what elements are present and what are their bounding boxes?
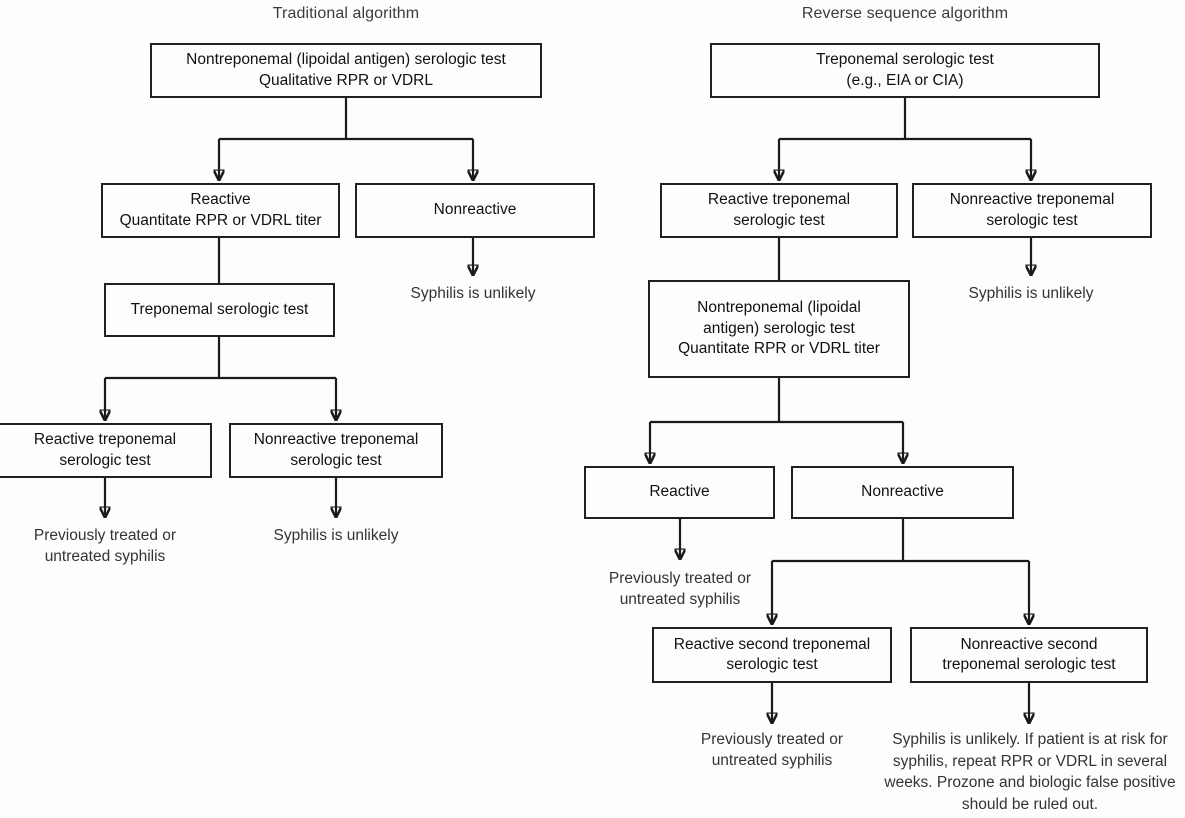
reverse-reactive-outcome-line1: Previously treated (608, 570, 733, 587)
reverse-nontreponemal-node: Nontreponemal (lipoidal antigen) serolog… (648, 280, 910, 378)
reverse-nonreactive-second-outcome-line3: several weeks. Prozone and biologic (884, 752, 1168, 792)
reverse-nonreactive-treponemal-line1: Nonreactive treponemal (949, 191, 1115, 209)
traditional-reactive-line2: Quantitate RPR or VDRL titer (119, 211, 322, 229)
reverse-nonreactive-treponemal-line2: serologic test (986, 211, 1078, 229)
traditional-nonreactive-outcome-line1: Syphilis is unlikely (410, 285, 536, 302)
traditional-reactive-line1: Reactive (190, 191, 251, 209)
traditional-treponemal-node: Treponemal serologic test (104, 283, 335, 337)
reverse-nonreactive-treponemal-outcome-line1: Syphilis is unlikely (968, 285, 1094, 302)
reverse-reactive-line1: Reactive (649, 483, 710, 501)
reverse-reactive-second-line2: serologic test (726, 656, 818, 673)
traditional-root-line1: Nontreponemal (lipoidal antigen) serolog… (186, 51, 506, 69)
reverse-reactive-second-outcome-line1: Previously treated or (700, 731, 844, 748)
traditional-reactive-treponemal-line2: serologic test (59, 451, 151, 469)
reverse-reactive-outcome: Previously treated or untreated syphilis (585, 569, 775, 611)
reverse-reactive-second-outcome-line2: untreated syphilis (711, 751, 833, 769)
reverse-nontreponemal-line2: antigen) serologic test (703, 319, 855, 337)
reverse-nonreactive-second-outcome-line4: false positive should be ruled out. (961, 774, 1176, 814)
traditional-nonreactive-treponemal-node: Nonreactive treponemal serologic test (229, 423, 443, 478)
traditional-nonreactive-treponemal-outcome: Syphilis is unlikely (236, 526, 436, 547)
reverse-root-line1: Treponemal serologic test (816, 51, 994, 69)
reverse-nonreactive-second-outcome-line2: for syphilis, repeat RPR or VDRL in (892, 731, 1168, 770)
traditional-root-node: Nontreponemal (lipoidal antigen) serolog… (150, 43, 542, 98)
reverse-reactive-treponemal-line2: serologic test (733, 211, 825, 229)
traditional-reactive-treponemal-line1: Reactive treponemal (33, 431, 177, 449)
traditional-nonreactive-treponemal-line1: Nonreactive treponemal (253, 431, 419, 449)
reverse-nonreactive-second-line2: treponemal serologic test (942, 656, 1116, 673)
reverse-nontreponemal-line3: Quantitate RPR or VDRL titer (678, 340, 880, 358)
reverse-nonreactive-second-outcome-line1: Syphilis is unlikely. If patient is at r… (892, 731, 1146, 748)
traditional-nonreactive-outcome: Syphilis is unlikely (373, 284, 573, 305)
traditional-reactive-treponemal-outcome-line2: untreated syphilis (44, 547, 166, 565)
reverse-nonreactive-treponemal-node: Nonreactive treponemal serologic test (912, 183, 1152, 238)
reverse-reactive-node: Reactive (584, 466, 775, 519)
reverse-reactive-treponemal-node: Reactive treponemal serologic test (660, 183, 898, 238)
reverse-nonreactive-second-outcome: Syphilis is unlikely. If patient is at r… (884, 729, 1176, 816)
reverse-reactive-treponemal-line1: Reactive treponemal (707, 191, 851, 209)
reverse-nonreactive-second-line1: Nonreactive second (960, 635, 1098, 653)
traditional-reactive-node: Reactive Quantitate RPR or VDRL titer (101, 183, 340, 238)
reverse-reactive-second-node: Reactive second treponemal serologic tes… (652, 627, 892, 683)
reverse-reactive-second-outcome: Previously treated or untreated syphilis (672, 730, 872, 772)
reverse-root-line2: (e.g., EIA or CIA) (846, 71, 964, 89)
traditional-treponemal-line1: Treponemal serologic test (130, 300, 309, 318)
reverse-nonreactive-treponemal-outcome: Syphilis is unlikely (931, 284, 1131, 305)
traditional-nonreactive-treponemal-outcome-line1: Syphilis is unlikely (273, 527, 399, 544)
reverse-reactive-second-line1: Reactive second treponemal (673, 635, 871, 653)
traditional-reactive-treponemal-outcome-line1: Previously treated or (33, 527, 177, 544)
traditional-nonreactive-node: Nonreactive (355, 183, 595, 238)
reverse-column-title: Reverse sequence algorithm (801, 5, 1009, 22)
traditional-nonreactive-line1: Nonreactive (433, 201, 517, 219)
reverse-root-node: Treponemal serologic test (e.g., EIA or … (710, 43, 1100, 98)
traditional-nonreactive-treponemal-line2: serologic test (290, 451, 382, 469)
reverse-nonreactive-node: Nonreactive (791, 466, 1014, 519)
reverse-nonreactive-line1: Nonreactive (861, 483, 944, 501)
traditional-root-line2: Qualitative RPR or VDRL (258, 71, 433, 89)
reverse-reactive-outcome-line2: or untreated syphilis (619, 570, 752, 608)
traditional-reactive-treponemal-node: Reactive treponemal serologic test (0, 423, 212, 478)
traditional-column-title: Traditional algorithm (272, 5, 420, 22)
reverse-nonreactive-second-node: Nonreactive second treponemal serologic … (910, 627, 1148, 683)
traditional-reactive-treponemal-outcome: Previously treated or untreated syphilis (5, 526, 205, 568)
reverse-nontreponemal-line1: Nontreponemal (lipoidal (697, 299, 861, 317)
